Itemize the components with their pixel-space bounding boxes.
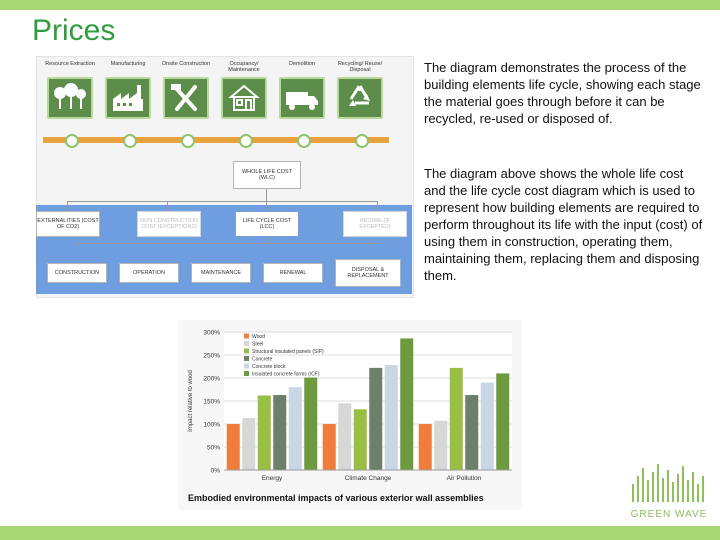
stage-recycling: Recycling/ Reuse/ Disposal bbox=[335, 61, 385, 119]
stage-manufacturing: Manufacturing bbox=[103, 61, 153, 119]
stage-label: Onsite Construction bbox=[161, 61, 211, 67]
x-tick-label: Air Pollution bbox=[447, 475, 482, 482]
trees-icon bbox=[47, 77, 93, 119]
bar-steel-air-pollution bbox=[434, 420, 448, 470]
stage-label: Recycling/ Reuse/ Disposal bbox=[337, 61, 383, 73]
bar-structural-insulated-panels-sip-energy bbox=[257, 395, 271, 470]
tree-connector bbox=[377, 201, 378, 211]
legend-entry: Insulated concrete forms (ICF) bbox=[252, 372, 320, 378]
maintenance-box: MAINTENANCE bbox=[191, 263, 251, 283]
bar-wood-energy bbox=[226, 424, 240, 470]
logo-mark: GREEN WAVE bbox=[631, 464, 708, 520]
tree-connector bbox=[167, 201, 168, 211]
legend-entry: Steel bbox=[252, 342, 263, 348]
legend-entry: Concrete block bbox=[252, 364, 286, 370]
legend-swatch bbox=[244, 341, 249, 346]
y-tick-label: 100% bbox=[203, 422, 220, 429]
bar-wood-air-pollution bbox=[418, 424, 432, 470]
whole-life-cost-box: WHOLE LIFE COST (WLC) bbox=[233, 161, 301, 189]
x-tick-label: Climate Change bbox=[345, 475, 392, 482]
stage-demolition: Demolition bbox=[277, 61, 327, 119]
timeline-node bbox=[297, 134, 311, 148]
disposal-replacement-box: DISPOSAL & REPLACEMENT bbox=[335, 259, 401, 287]
non-construction-cost-box: NON CONSTRUCTION COST (EXCEPTIONS) bbox=[137, 211, 201, 237]
chart-canvas: 0% 50% 100% 150% 200% 250% 300% Impact relative… bbox=[188, 330, 512, 482]
tree-connector bbox=[67, 201, 68, 211]
top-accent-bar bbox=[0, 0, 720, 10]
legend-swatch bbox=[244, 363, 249, 369]
wall-assembly-chart: 0% 50% 100% 150% 200% 250% 300% Impact relative… bbox=[178, 320, 522, 510]
stage-label: Demolition bbox=[289, 61, 315, 67]
y-tick-label: 150% bbox=[203, 399, 220, 406]
legend-entry: Concrete bbox=[252, 357, 273, 363]
description-paragraph-1: The diagram demonstrates the process of … bbox=[424, 60, 701, 126]
timeline-node bbox=[355, 134, 369, 148]
bar-wood-climate-change bbox=[322, 424, 336, 470]
income-box: INCOME (IF EXCEPTED) bbox=[343, 211, 407, 237]
lifecycle-timeline bbox=[43, 137, 389, 143]
green-wave-logo: GREEN WAVE bbox=[628, 462, 710, 522]
slide-title: Prices bbox=[32, 14, 116, 47]
bar-structural-insulated-panels-sip-climate-change bbox=[353, 409, 367, 470]
bar-concrete-block-energy bbox=[288, 387, 302, 470]
y-axis-label: Impact relative to wood bbox=[188, 370, 194, 432]
lifecycle-diagram: Resource Extraction Manufacturing Onsite… bbox=[36, 56, 414, 298]
legend-swatch bbox=[244, 371, 249, 376]
tree-connector bbox=[266, 201, 267, 211]
y-tick-label: 200% bbox=[203, 376, 220, 383]
chart-title: Embodied environmental impacts of variou… bbox=[188, 493, 484, 503]
y-tick-label: 250% bbox=[203, 353, 220, 360]
y-tick-label: 300% bbox=[203, 330, 220, 337]
bar-concrete-energy bbox=[273, 395, 287, 470]
legend-swatch bbox=[244, 348, 249, 354]
stage-label: Occupancy/ Maintenance bbox=[228, 61, 260, 73]
tree-connector bbox=[266, 235, 267, 243]
legend-entry: Wood bbox=[252, 334, 265, 340]
timeline-node bbox=[65, 134, 79, 148]
bottom-accent-bar bbox=[0, 526, 720, 540]
tree-connector bbox=[77, 243, 382, 244]
bar-concrete-air-pollution bbox=[465, 395, 479, 470]
stage-occupancy: Occupancy/ Maintenance bbox=[219, 61, 269, 119]
timeline-node bbox=[181, 134, 195, 148]
recycle-icon bbox=[337, 77, 383, 119]
bar-concrete-block-air-pollution bbox=[480, 382, 494, 470]
life-cycle-cost-box: LIFE CYCLE COST (LCC) bbox=[235, 211, 299, 237]
legend-swatch bbox=[244, 356, 249, 361]
bar-structural-insulated-panels-sip-air-pollution bbox=[449, 367, 463, 470]
bar-insulated-concrete-forms-icf-energy bbox=[304, 377, 318, 470]
timeline-node bbox=[123, 134, 137, 148]
bar-insulated-concrete-forms-icf-air-pollution bbox=[496, 373, 510, 470]
construction-box: CONSTRUCTION bbox=[47, 263, 107, 283]
bar-concrete-climate-change bbox=[369, 367, 383, 470]
truck-icon bbox=[279, 77, 325, 119]
stage-resource-extraction: Resource Extraction bbox=[45, 61, 95, 119]
bar-insulated-concrete-forms-icf-climate-change bbox=[400, 338, 414, 470]
tree-connector bbox=[266, 187, 267, 201]
stage-label: Manufacturing bbox=[110, 61, 146, 67]
legend-entry: Structural insulated panels (SIP) bbox=[252, 349, 324, 355]
y-tick-label: 0% bbox=[211, 468, 221, 475]
house-icon bbox=[221, 77, 267, 119]
x-tick-label: Energy bbox=[262, 475, 283, 482]
operation-box: OPERATION bbox=[119, 263, 179, 283]
timeline-node bbox=[239, 134, 253, 148]
stage-label: Resource Extraction bbox=[45, 61, 95, 67]
externalities-box: EXTERNALITIES (COST OF CO2) bbox=[36, 211, 100, 237]
tools-icon bbox=[163, 77, 209, 119]
stage-onsite-construction: Onsite Construction bbox=[161, 61, 211, 119]
tree-connector bbox=[67, 201, 377, 202]
y-tick-label: 50% bbox=[207, 445, 220, 452]
description-paragraph-2: The diagram above shows the whole life c… bbox=[424, 166, 703, 283]
legend-swatch bbox=[244, 333, 249, 339]
bar-concrete-block-climate-change bbox=[384, 365, 398, 470]
bar-steel-climate-change bbox=[338, 403, 352, 470]
factory-icon bbox=[105, 77, 151, 119]
renewal-box: RENEWAL bbox=[263, 263, 323, 283]
bar-steel-energy bbox=[242, 418, 256, 470]
logo-text: GREEN WAVE bbox=[631, 509, 708, 520]
